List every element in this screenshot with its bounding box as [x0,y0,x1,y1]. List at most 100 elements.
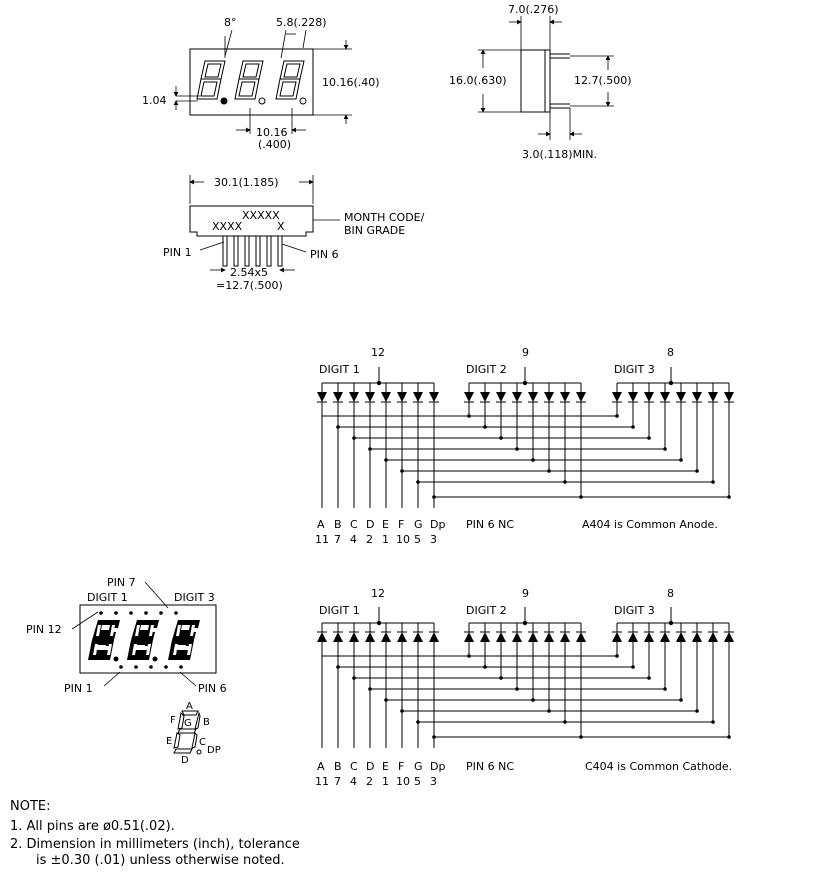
notes-title: NOTE: [10,799,51,814]
cathode-diode-d2-5 [544,632,554,642]
front-view: PIN 7 DIGIT 1 DIGIT 3 PIN 12 PIN 1 PIN 6 [26,576,227,695]
cathode-seg-e: E [382,760,389,773]
front-view-body [79,604,217,674]
anode-diode-d3-2 [644,392,654,402]
anode-diode-d1-3 [365,392,375,402]
anode-diode-d3-5 [692,392,702,402]
anode-seg-e: E [382,518,389,531]
cathode-diode-d2-6 [560,632,570,642]
cathode-seg-g: G [414,760,423,773]
anode-diode-d1-0 [317,392,327,402]
cathode-digit3-label: DIGIT 3 [614,604,655,617]
pin6-label: PIN 6 [310,248,339,261]
code-3: X [277,220,285,233]
cathode-digit1-label: DIGIT 1 [319,604,360,617]
anode-diode-d1-1 [333,392,343,402]
cathode-seg-f: F [398,760,404,773]
cathode-nc-label: PIN 6 NC [466,760,514,773]
segmap-dp: DP [207,745,221,756]
segmap-f: F [170,715,176,726]
anode-diode-d3-7 [724,392,734,402]
pin1-label: PIN 1 [163,246,192,259]
note-3: is ±0.30 (.01) unless otherwise noted. [36,853,285,868]
anode-diode-d2-5 [544,392,554,402]
angle-label: 8° [224,16,237,29]
pin-span-label: 12.7(.500) [574,74,632,87]
anode-diode-d2-3 [512,392,522,402]
segmap-c: C [199,737,206,748]
anode-seg-f: F [398,518,404,531]
cathode-pin-g: 5 [414,775,421,788]
anode-pin-d: 2 [366,533,373,546]
anode-seg-d: D [366,518,374,531]
anode-seg-g: G [414,518,423,531]
note-1: 1. All pins are ø0.51(.02). [10,819,175,834]
pin-pitch-2: =12.7(.500) [216,279,283,292]
anode-diode-d3-1 [628,392,638,402]
cathode-diode-d1-5 [397,632,407,642]
cathode-seg-c: C [350,760,358,773]
front-top-pin-dots [99,611,178,615]
pitch-in-label: (.400) [258,138,291,151]
anode-diode-d3-4 [676,392,686,402]
cathode-diode-d3-4 [676,632,686,642]
common-anode-schematic: DIGIT 1 DIGIT 2 DIGIT 3 12 9 8 A B C D E… [315,346,734,546]
front-pin1-label: PIN 1 [64,682,93,695]
cathode-diode-d2-3 [512,632,522,642]
cathode-diode-d1-6 [413,632,423,642]
cathode-seg-dp: Dp [430,760,445,773]
cathode-pin-a: 11 [315,775,329,788]
anode-diode-d2-6 [560,392,570,402]
cathode-diode-d2-1 [480,632,490,642]
pitch-mm-label: 10.16 [256,126,288,139]
top-view-digit-1 [196,60,228,105]
anode-diode-d1-4 [381,392,391,402]
cathode-diode-d1-1 [333,632,343,642]
cathode-diode-d3-5 [692,632,702,642]
anode-pin-dp: 3 [430,533,437,546]
cathode-diode-d2-0 [464,632,474,642]
segmap-a: A [186,701,193,712]
side-view: 7.0(.276) 16.0(.630) 12.7(.500) 3.0(.118… [449,3,632,161]
anode-nc-label: PIN 6 NC [466,518,514,531]
cathode-diode-d3-0 [612,632,622,642]
cathode-seg-d: D [366,760,374,773]
note-2: 2. Dimension in millimeters (inch), tole… [10,837,300,852]
front-digit-2 [127,620,159,662]
front-pin12-label: PIN 12 [26,623,62,636]
cathode-com-pin-9: 9 [522,587,529,600]
anode-diode-d1-5 [397,392,407,402]
anode-digit3-label: DIGIT 3 [614,363,655,376]
anode-pin-a: 11 [315,533,329,546]
side-view-body [520,49,551,113]
front-pin7-label: PIN 7 [107,576,136,589]
pin-pitch-1: 2.54x5 [230,266,268,279]
anode-seg-a: A [317,518,325,531]
cathode-com-pin-8: 8 [667,587,674,600]
anode-caption: A404 is Common Anode. [582,518,718,531]
anode-diode-d2-4 [528,392,538,402]
anode-diode-d1-7 [429,392,439,402]
anode-seg-dp: Dp [430,518,445,531]
anode-diode-d2-7 [576,392,586,402]
code-2: XXXX [212,220,243,233]
anode-com-pin-8: 8 [667,346,674,359]
width-label: 30.1(1.185) [214,176,279,189]
bottom-view-body [189,205,314,237]
anode-diode-d3-3 [660,392,670,402]
cathode-pin-c: 4 [350,775,357,788]
seg-thick-label: 1.04 [142,94,167,107]
top-view-digit-3 [275,60,307,105]
anode-digit1-label: DIGIT 1 [319,363,360,376]
anode-seg-c: C [350,518,358,531]
cathode-seg-a: A [317,760,325,773]
anode-digit2-label: DIGIT 2 [466,363,507,376]
anode-diode-d2-2 [496,392,506,402]
bottom-view: 30.1(1.185) XXXXX XXXX X MONTH CODE/ BIN… [163,175,425,292]
anode-com-pin-12: 12 [371,346,385,359]
seg-width-label: 5.8(.228) [276,16,327,29]
anode-pin-e: 1 [382,533,389,546]
anode-pin-g: 5 [414,533,421,546]
cathode-pin-d: 2 [366,775,373,788]
